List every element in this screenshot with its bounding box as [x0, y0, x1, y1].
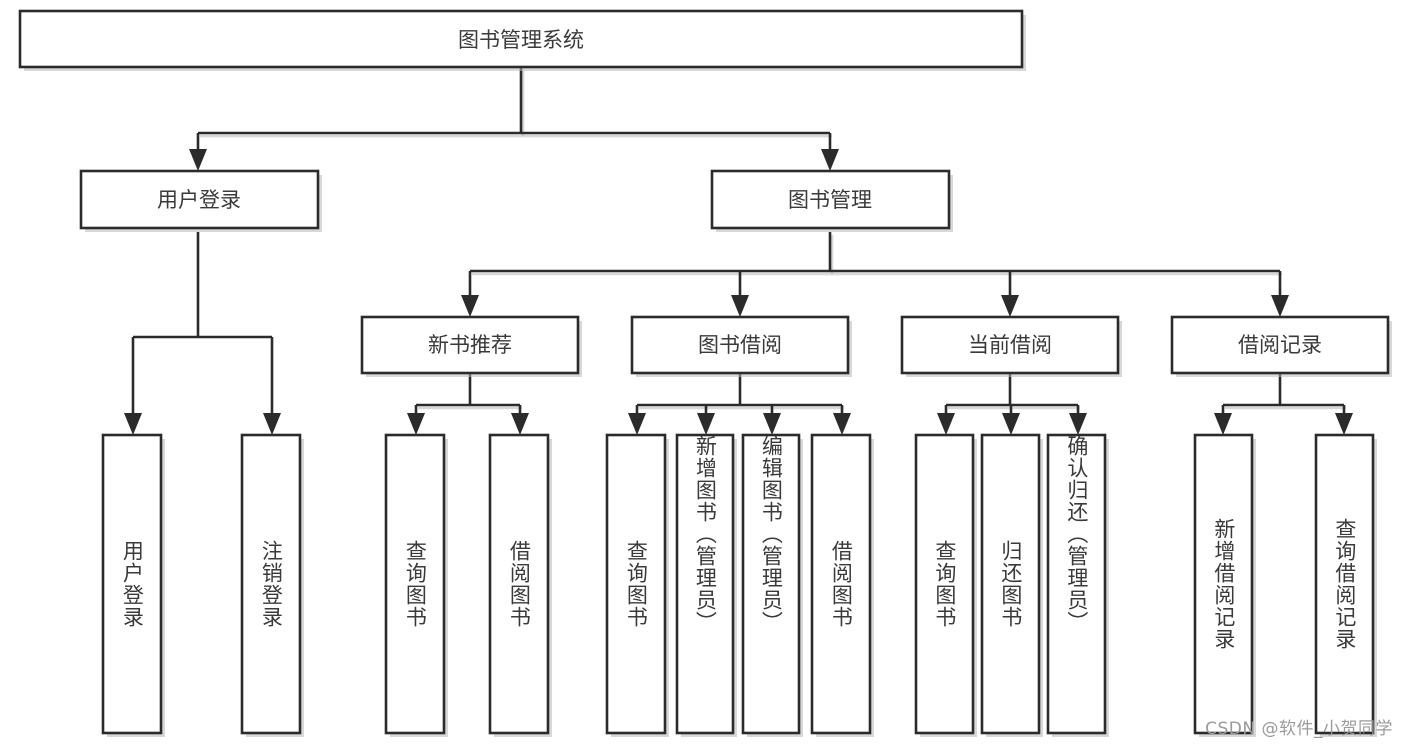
- arrow-icon: [821, 149, 839, 171]
- node-box-leaf-recommend-1[interactable]: [488, 433, 550, 735]
- node-box-leaf-borrow-1[interactable]: [675, 433, 735, 735]
- node-box-book-manage[interactable]: [710, 169, 951, 230]
- node-box-leaf-user-login-1[interactable]: [240, 433, 302, 735]
- node-box-book-borrow[interactable]: [630, 315, 850, 375]
- arrow-icon: [833, 413, 851, 435]
- arrow-icon: [1069, 413, 1087, 435]
- arrow-icon: [731, 295, 749, 317]
- node-box-leaf-current-0[interactable]: [914, 433, 975, 735]
- node-box-leaf-borrow-0[interactable]: [605, 433, 667, 735]
- node-label-book-borrow: 图书借阅: [698, 333, 782, 357]
- edge-layer: [124, 67, 1353, 435]
- node-box-leaf-records-0[interactable]: [1193, 433, 1254, 735]
- arrow-icon: [697, 413, 715, 435]
- node-label-root: 图书管理系统: [458, 28, 584, 52]
- arrow-icon: [263, 413, 281, 435]
- arrow-icon: [1271, 295, 1289, 317]
- node-box-current-borrow[interactable]: [900, 315, 1120, 375]
- arrow-icon: [511, 413, 529, 435]
- node-box-leaf-borrow-3[interactable]: [810, 433, 872, 735]
- node-box-borrow-records[interactable]: [1170, 315, 1390, 375]
- arrow-icon: [461, 295, 479, 317]
- node-box-leaf-current-1[interactable]: [980, 433, 1041, 735]
- node-label-book-manage: 图书管理: [788, 188, 872, 212]
- arrow-icon: [937, 413, 955, 435]
- node-box-leaf-borrow-2[interactable]: [741, 433, 801, 735]
- node-box-leaf-current-2[interactable]: [1046, 433, 1107, 735]
- arrow-icon: [628, 413, 646, 435]
- arrow-icon: [407, 413, 425, 435]
- arrow-icon: [1335, 413, 1353, 435]
- node-box-leaf-recommend-0[interactable]: [384, 433, 446, 735]
- node-label-new-book-recommend: 新书推荐: [428, 333, 512, 357]
- node-box-new-book-recommend[interactable]: [360, 315, 580, 375]
- node-box-leaf-records-1[interactable]: [1314, 433, 1375, 735]
- arrow-icon: [1002, 413, 1020, 435]
- arrow-icon: [189, 149, 207, 171]
- arrow-icon: [124, 413, 142, 435]
- node-box-leaf-user-login-0[interactable]: [101, 433, 163, 735]
- node-layer: 图书管理系统 用户登录 图书管理 新书推荐 图书借阅 当前借阅 借阅记录: [18, 9, 1392, 737]
- node-box-user-login[interactable]: [79, 169, 320, 230]
- arrow-icon: [763, 413, 781, 435]
- node-label-borrow-records: 借阅记录: [1238, 333, 1322, 357]
- node-label-user-login: 用户登录: [157, 188, 241, 212]
- arrow-icon: [1001, 295, 1019, 317]
- node-label-current-borrow: 当前借阅: [968, 333, 1052, 357]
- arrow-icon: [1214, 413, 1232, 435]
- node-box-root[interactable]: [18, 9, 1024, 69]
- csdn-watermark: CSDN @软件_小贺同学: [1205, 719, 1393, 739]
